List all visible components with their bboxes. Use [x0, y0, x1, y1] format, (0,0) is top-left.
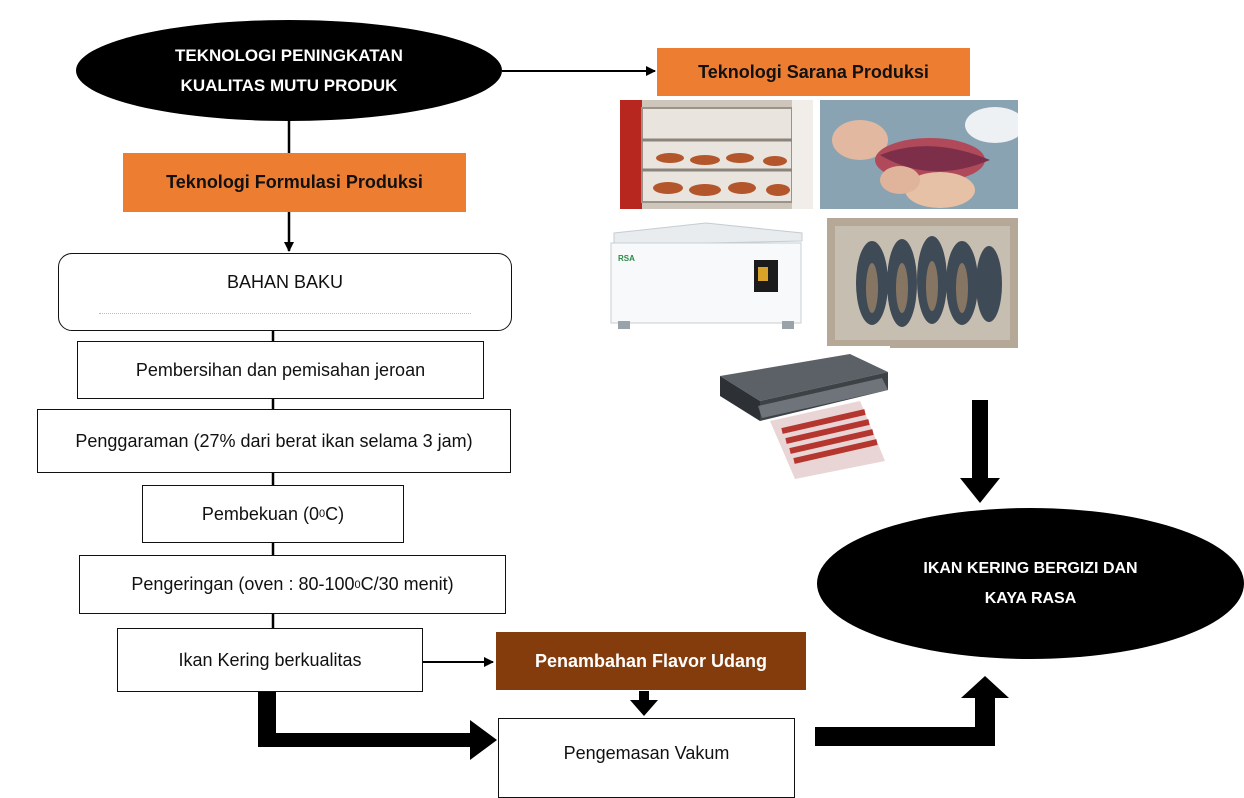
pengemasan-box: Pengemasan Vakum	[498, 718, 795, 798]
top-ellipse: TEKNOLOGI PENINGKATAN KUALITAS MUTU PROD…	[76, 20, 502, 121]
flavor-box: Penambahan Flavor Udang	[496, 632, 806, 690]
thick-arrow-to-pengemasan	[258, 692, 497, 760]
result-ellipse: IKAN KERING BERGIZI DAN KAYA RASA	[817, 508, 1244, 659]
bahan-baku-label: BAHAN BAKU	[226, 272, 344, 292]
sarana-box: Teknologi Sarana Produksi	[657, 48, 970, 96]
thick-arrow-photos-to-result	[960, 400, 1000, 503]
freezer-brand-label: RSA	[618, 254, 635, 263]
ikan-kering-box: Ikan Kering berkualitas	[117, 628, 423, 692]
cleaning-fish-photo	[820, 100, 1018, 209]
oven-rack-photo	[620, 100, 813, 209]
vacuum-fish-photo	[827, 218, 1018, 348]
formulasi-box: Teknologi Formulasi Produksi	[123, 153, 466, 212]
chest-freezer-photo: RSA	[606, 215, 806, 335]
bahan-baku-box: BAHAN BAKU	[58, 253, 512, 331]
arrow-flavor-to-pengemasan	[630, 700, 658, 716]
pembersihan-box: Pembersihan dan pemisahan jeroan	[77, 341, 484, 399]
penggaraman-box: Penggaraman (27% dari berat ikan selama …	[37, 409, 511, 473]
vacuum-sealer-photo	[710, 346, 890, 479]
thick-arrow-to-result	[815, 676, 1009, 746]
